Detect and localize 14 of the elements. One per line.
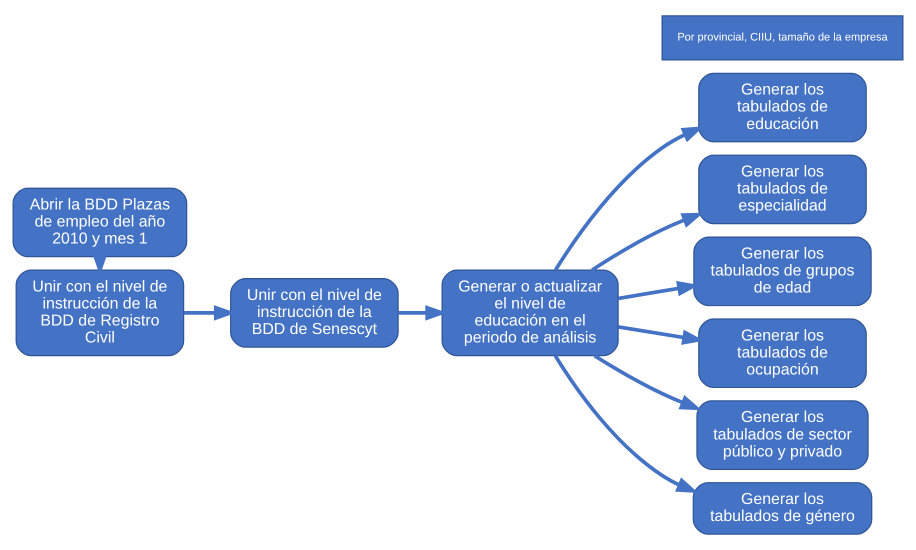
arrow [591,212,704,272]
node-box: Unir con el nivel de instrucción de la BDD de Registro Civil [16,270,184,356]
arrow [554,354,698,494]
node-box: Generar los tabulados de especialidad [698,154,867,224]
arrow [554,126,704,271]
node-box: Generar los tabulados de educación [698,72,867,142]
node-box: Generar los tabulados de género [692,482,872,535]
node-box: Generar los tabulados de sector público y privado [696,400,869,470]
arrow [594,354,702,410]
node-box: Generar los tabulados de ocupación [698,318,867,388]
node-box: Generar o actualizar el nivel de educación en el periodo de análisis [442,270,619,356]
node-box: Generar los tabulados de grupos de edad [693,236,872,306]
node-box: Unir con el nivel de instrucción de la BDD de Senescyt [230,278,399,348]
node-box: Por provincial, CIIU, tamaño de la empresa [662,15,904,60]
